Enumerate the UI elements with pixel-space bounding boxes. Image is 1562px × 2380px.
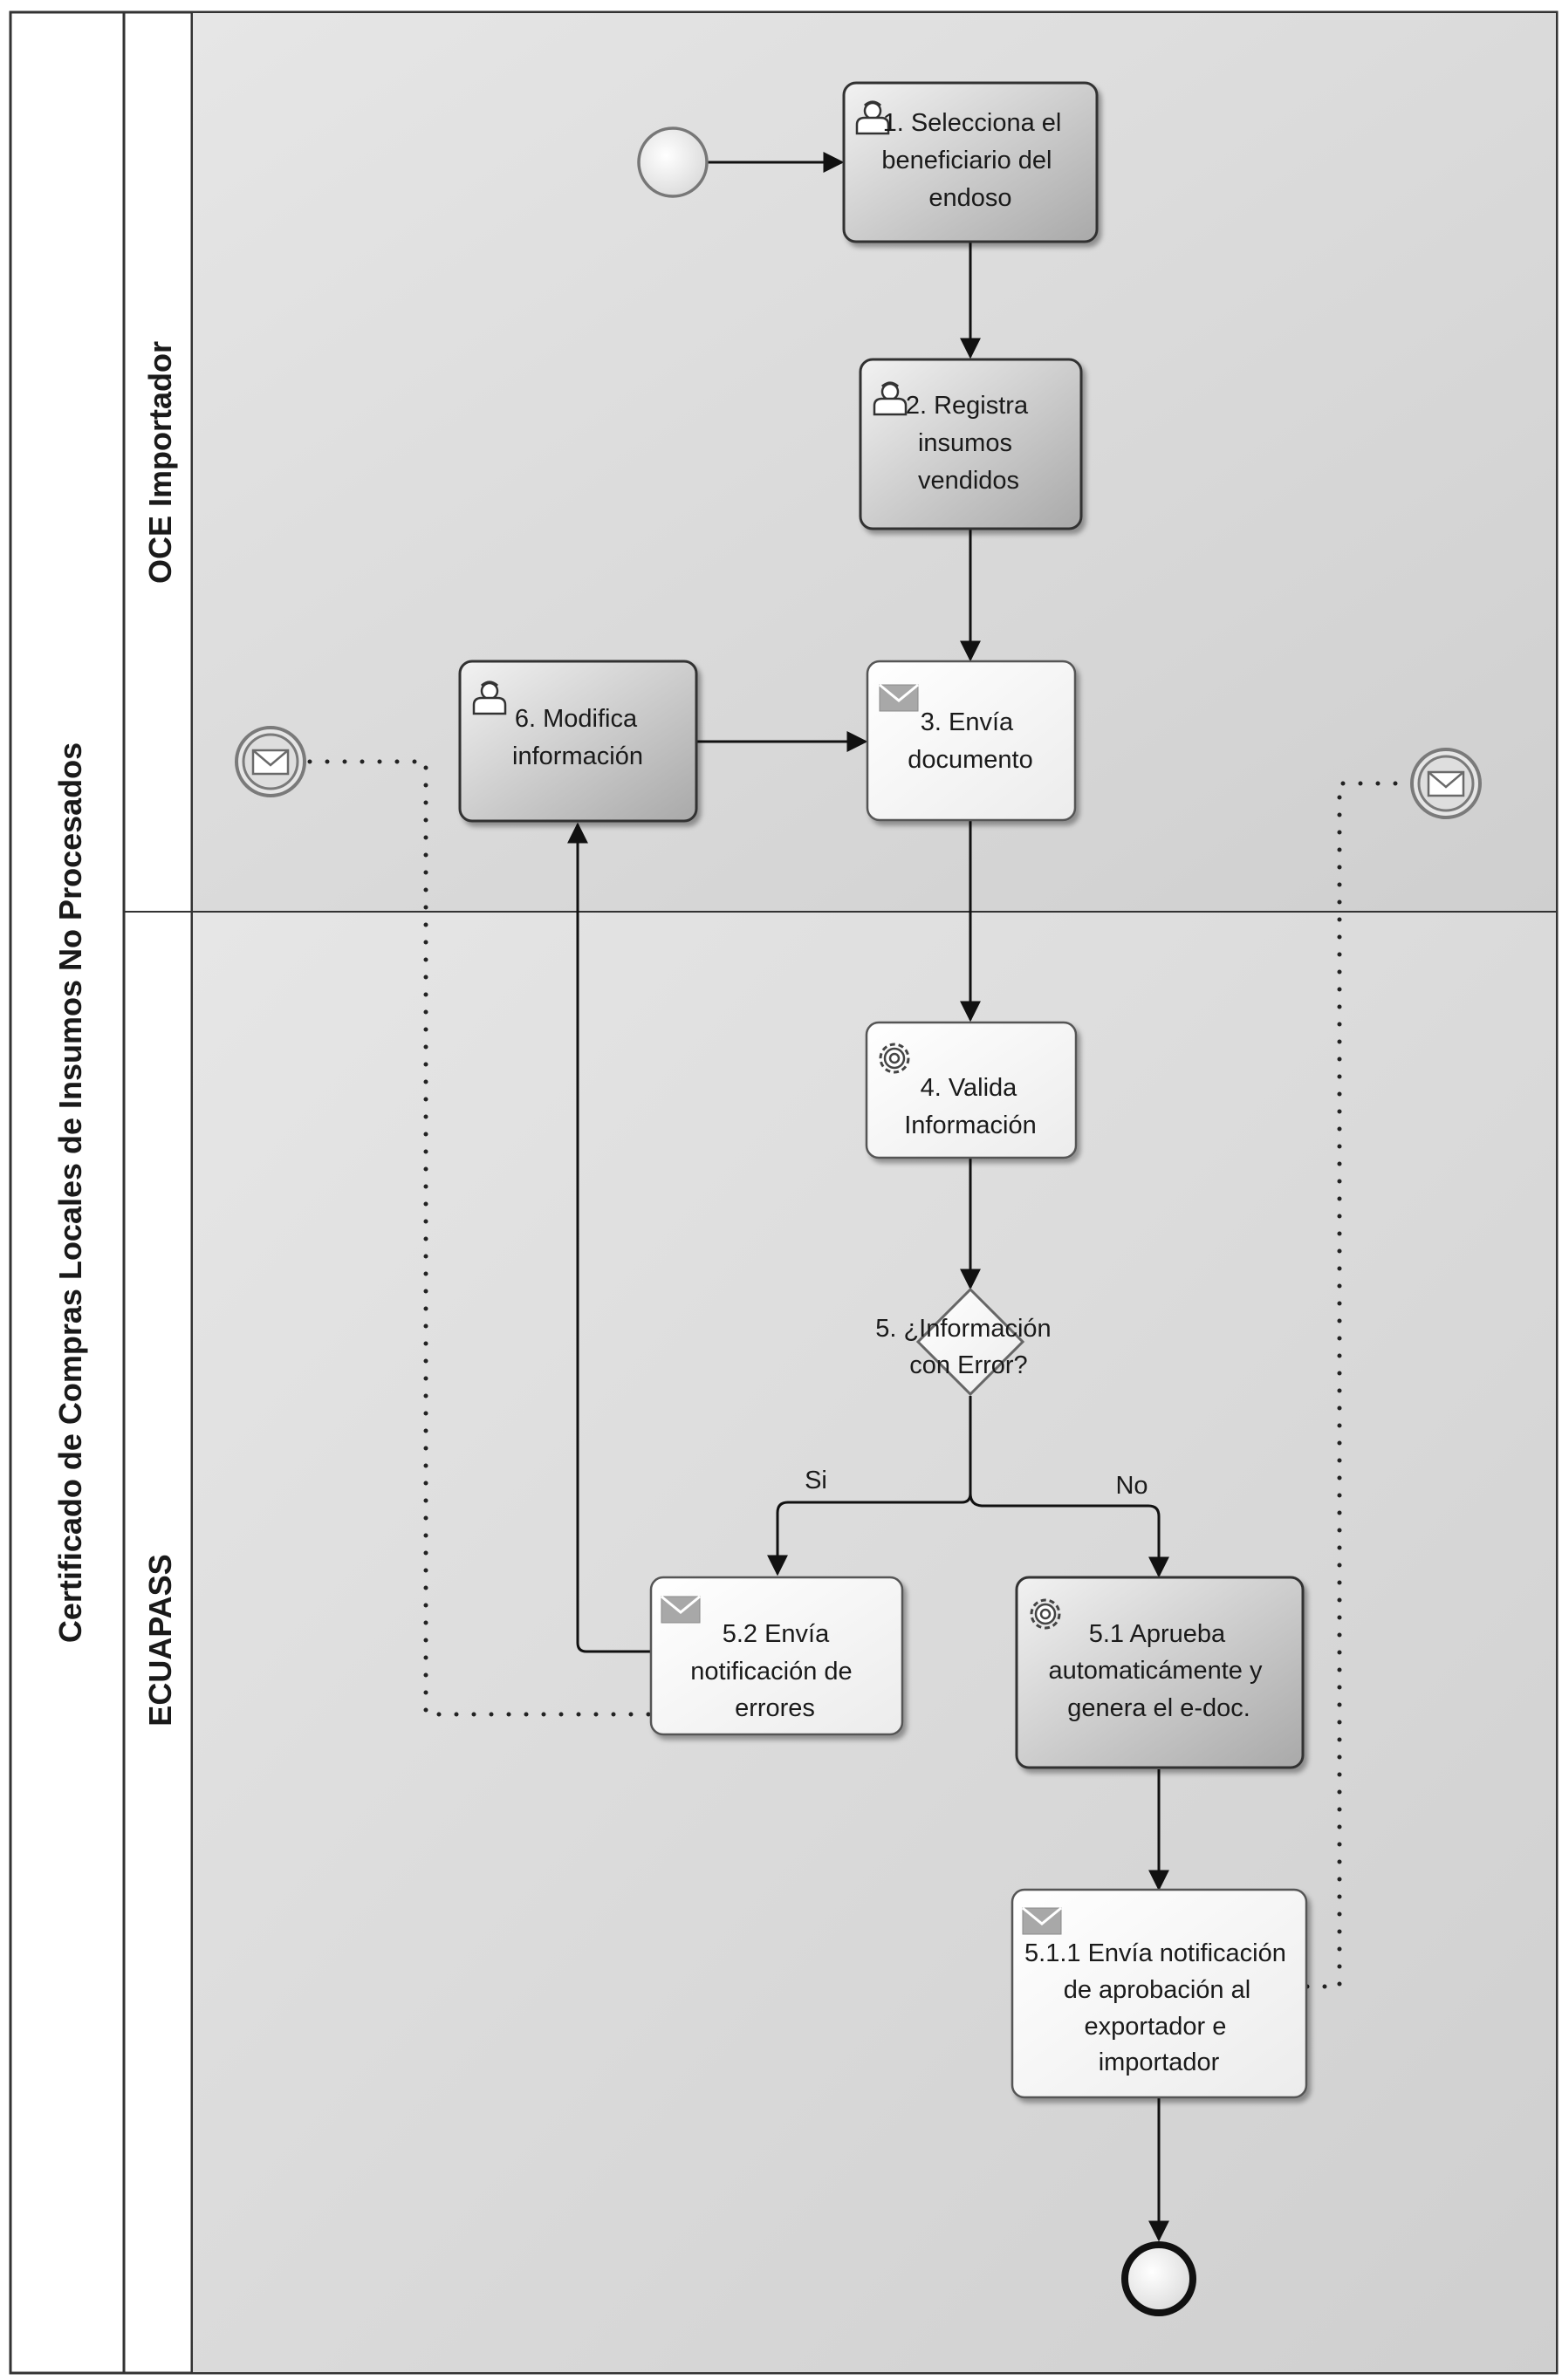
sequence-flows <box>567 152 1169 2242</box>
flow-t52-to-t6 <box>567 822 651 1653</box>
start-event <box>637 127 709 198</box>
task-4-label: 4. Valida Información <box>904 1074 1037 1139</box>
task-6-label: 6. Modifica información <box>512 705 644 770</box>
envelope-icon <box>1021 1906 1063 1936</box>
envelope-icon <box>660 1595 702 1624</box>
task-5-2[interactable] <box>649 1576 904 1736</box>
task-5-1[interactable] <box>1015 1576 1305 1769</box>
task-4[interactable] <box>865 1021 1078 1159</box>
pool-header <box>9 10 126 2375</box>
task-6[interactable] <box>458 660 698 823</box>
envelope-icon <box>235 726 306 797</box>
end-event <box>1121 2241 1196 2316</box>
lane-title-ecuapass: ECUAPASS <box>142 1554 178 1726</box>
exclusive-gateway <box>915 1287 1025 1397</box>
task-3-label: 3. Envía documento <box>908 708 1033 774</box>
task-2[interactable] <box>859 358 1083 530</box>
task-5-1-label: 5.1 Aprueba automaticámente y genera el … <box>1048 1620 1269 1722</box>
task-1-label: 1. Selecciona el beneficiario del endoso <box>881 109 1068 212</box>
envelope-icon <box>878 683 920 713</box>
task-2-label: 2. Registra insumos vendidos <box>906 392 1035 495</box>
envelope-icon <box>1410 748 1482 819</box>
lane-title-oce-importador: OCE Importador <box>142 341 178 584</box>
task-5-1-1[interactable] <box>1011 1888 1308 2099</box>
message-flow-approval <box>1305 781 1414 1989</box>
task-3[interactable] <box>866 660 1077 822</box>
task-1[interactable] <box>842 81 1099 243</box>
gateway-label: 5. ¿Información con Error? <box>875 1315 1058 1379</box>
flow-label-yes: Si <box>805 1467 827 1494</box>
pool-title: Certificado de Compras Locales de Insumo… <box>52 742 88 1643</box>
task-5-1-1-label: 5.1.1 Envía notificación de aprobación a… <box>1024 1939 1293 2076</box>
message-event-right <box>1410 748 1482 819</box>
lane-header-column <box>122 10 194 2375</box>
flow-gateway-no <box>969 1493 1169 1578</box>
message-flows <box>307 759 1414 1989</box>
flow-label-no: No <box>1115 1472 1148 1500</box>
task-5-2-label: 5.2 Envía notificación de errores <box>690 1620 859 1722</box>
message-event-left <box>235 726 306 797</box>
message-flow-errors <box>307 759 654 1717</box>
